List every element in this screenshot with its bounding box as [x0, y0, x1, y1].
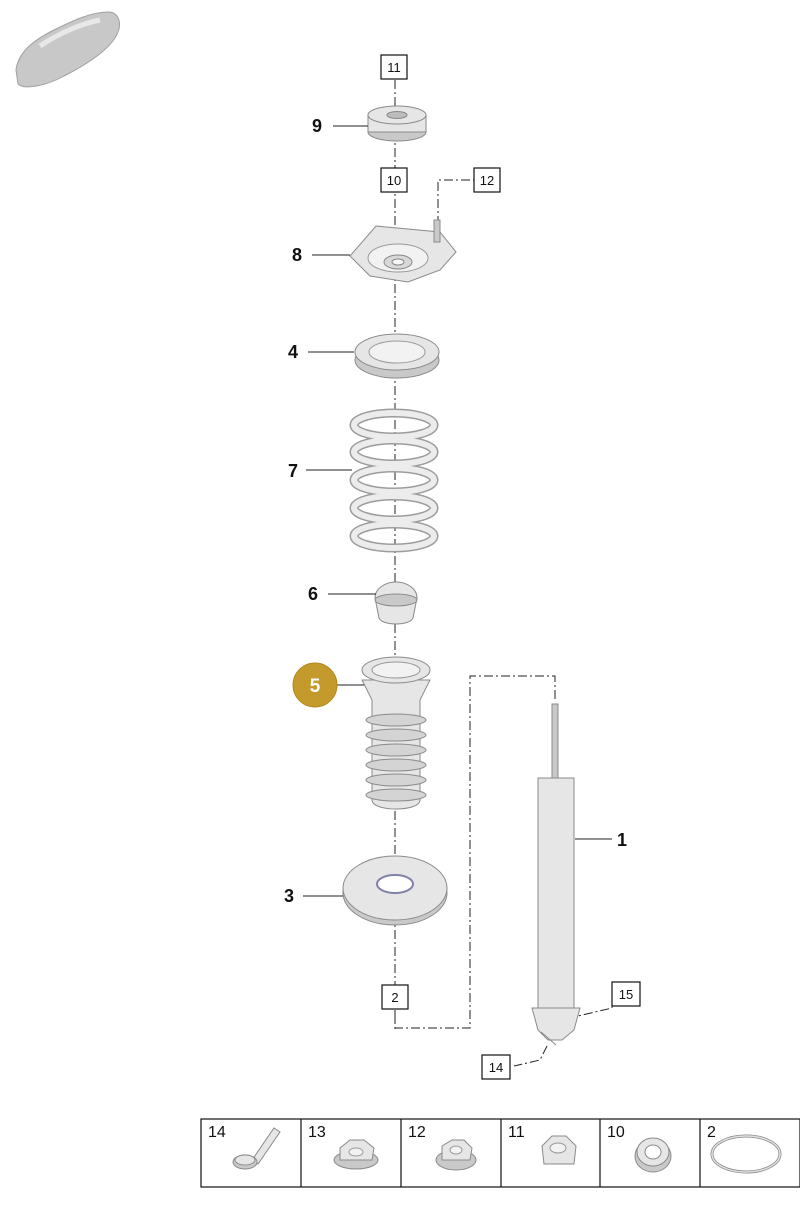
highlight-callout-5[interactable]: 5	[292, 662, 338, 708]
upper-spring-seat-part	[354, 333, 440, 379]
parts-cell-label: 12	[408, 1124, 426, 1141]
ref-box-14: 14	[481, 1054, 511, 1080]
svg-text:15: 15	[619, 987, 633, 1002]
ref-box-11: 11	[380, 54, 408, 80]
callout-3: 3	[284, 886, 294, 906]
hex-nut-washer-icon	[435, 1139, 477, 1171]
parts-cell-label: 13	[308, 1124, 326, 1141]
leader-15	[577, 994, 613, 1017]
shock-absorber-part	[531, 703, 581, 1046]
leader-14	[513, 1045, 548, 1067]
ref-box-2: 2	[381, 984, 409, 1010]
callout-1: 1	[617, 830, 627, 850]
svg-text:11: 11	[387, 60, 401, 75]
hex-nut-flange-icon	[333, 1139, 379, 1170]
svg-text:14: 14	[489, 1060, 503, 1075]
ref-box-10: 10	[380, 167, 408, 193]
callout-8: 8	[292, 245, 302, 265]
ref-box-15: 15	[611, 981, 641, 1007]
callout-4: 4	[288, 342, 298, 362]
svg-text:10: 10	[387, 173, 401, 188]
spring-plate-part	[342, 855, 448, 926]
dust-boot-part	[361, 656, 431, 810]
coil-spring-highlight	[351, 410, 437, 551]
retaining-ring-icon	[710, 1134, 782, 1174]
callout-7: 7	[288, 461, 298, 481]
svg-text:12: 12	[480, 173, 494, 188]
car-silhouette-icon	[15, 11, 121, 88]
top-mount-part	[349, 219, 457, 283]
svg-text:2: 2	[391, 990, 398, 1005]
parts-cell-label: 11	[508, 1124, 525, 1141]
bump-stop-part	[374, 581, 418, 625]
callout-6: 6	[308, 584, 318, 604]
connector-line-12	[437, 179, 474, 225]
washer-icon	[634, 1137, 672, 1173]
callout-9: 9	[312, 116, 322, 136]
parts-cell-label: 10	[607, 1124, 625, 1141]
parts-cell-label: 14	[208, 1124, 226, 1141]
parts-table: 14 13 12 11 10 2	[200, 1118, 800, 1188]
hex-nut-icon	[541, 1135, 577, 1165]
callout-5: 5	[310, 676, 321, 697]
connector-line	[394, 675, 556, 1029]
parts-cell-label: 2	[707, 1124, 716, 1141]
top-nut-part	[367, 105, 427, 142]
ref-box-12: 12	[473, 167, 501, 193]
bolt-icon	[232, 1127, 281, 1170]
